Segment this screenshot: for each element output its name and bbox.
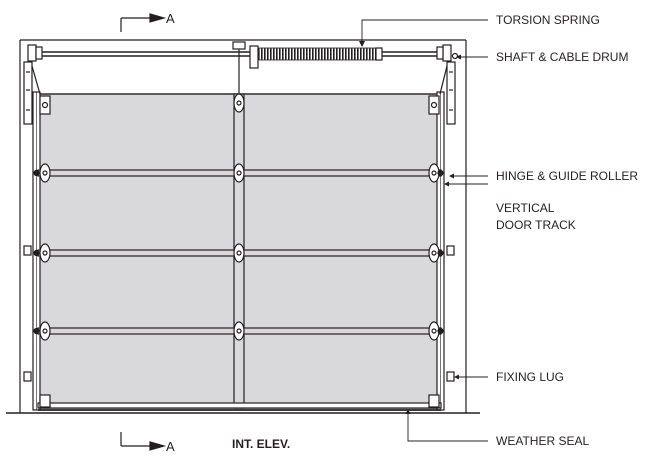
top-roller-brackets: [39, 95, 440, 115]
centre-bearing-bracket: [232, 41, 246, 94]
hinge-centre-0: [233, 93, 245, 113]
label-vertical-door-track-2: DOOR TRACK: [496, 218, 576, 232]
leader-arrowheads: [359, 41, 461, 414]
leader-lines: [361, 19, 488, 442]
label-vertical-door-track-1: VERTICAL: [496, 201, 555, 215]
section-arrow-top: [149, 13, 167, 23]
section-arrow-bottom: [149, 441, 167, 451]
label-torsion-spring: TORSION SPRING: [496, 13, 600, 27]
cable-drum-left: [23, 44, 43, 125]
guide-rollers: [33, 169, 444, 335]
hinge-centre-3: [233, 321, 245, 341]
bottom-brackets: [39, 394, 440, 408]
fixing-lugs: [23, 245, 455, 382]
hinge-left-1: [39, 163, 51, 183]
label-fixing-lug: FIXING LUG: [496, 370, 564, 384]
label-weather-seal: WEATHER SEAL: [496, 434, 589, 448]
cable-drum-right: [436, 44, 459, 125]
hinge-centre-1: [233, 163, 245, 183]
view-title: INT. ELEV.: [232, 437, 290, 451]
leader-weather-seal: [407, 411, 488, 442]
leader-torsion-spring: [361, 19, 488, 44]
hinge-centre-2: [233, 243, 245, 263]
hinge-left-3: [39, 321, 51, 341]
wall-opening-frame: [6, 39, 480, 414]
hinge-left-2: [39, 243, 51, 263]
shaft: [30, 51, 450, 57]
label-hinge-guide-roller: HINGE & GUIDE ROLLER: [496, 169, 638, 183]
torsion-spring: [249, 45, 383, 69]
section-marker-top: [120, 17, 150, 32]
section-label-bottom: A: [166, 439, 175, 452]
bottom-weather-seal: [37, 402, 442, 411]
section-label-top: A: [166, 11, 175, 26]
section-marker-bottom: [120, 432, 150, 447]
label-shaft-cable-drum: SHAFT & CABLE DRUM: [496, 50, 628, 64]
